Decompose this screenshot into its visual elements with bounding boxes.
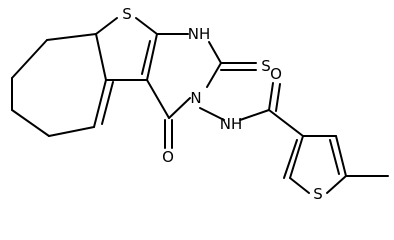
bond-c8-c9 xyxy=(46,33,97,41)
atom-labels: S NH S N O NH O S xyxy=(122,5,323,203)
chemical-structure: S NH S N O NH O S xyxy=(11,5,389,203)
bond-nh-camide xyxy=(239,109,270,121)
bond-c4-c3 xyxy=(146,79,170,119)
atom-sulfur-fused: S xyxy=(122,5,132,23)
atom-nh-amide: NH xyxy=(220,115,243,133)
bond-n1-c2p xyxy=(208,41,222,64)
bond-n3-c4 xyxy=(168,97,191,119)
bond-c5t-c4bt xyxy=(335,135,347,177)
bond-c8-c7 xyxy=(95,33,107,81)
bond-c2-c3-double xyxy=(141,40,151,75)
bond-camide-o-1 xyxy=(268,82,274,111)
bond-c2-c3 xyxy=(146,33,158,81)
atom-nitrogen-ring: N xyxy=(190,89,201,107)
bond-c7-c7a xyxy=(93,79,107,128)
atom-nh-ring: NH xyxy=(188,25,211,43)
bond-s1-c2 xyxy=(135,17,158,35)
bond-s-c5t xyxy=(326,175,347,194)
bond-c7-c7-double xyxy=(101,81,114,125)
bond-c3t-c4t xyxy=(289,135,304,179)
bond-c4t-s xyxy=(289,177,310,194)
atom-oxygen-amide: O xyxy=(270,65,282,83)
bond-c3t-c4t-double xyxy=(283,139,298,179)
bond-c9-c10 xyxy=(11,39,48,79)
bond-camide-o-2 xyxy=(275,83,281,112)
bonds xyxy=(11,17,389,194)
bond-c2p-n3 xyxy=(206,62,222,88)
atom-sulfur-thione: S xyxy=(261,57,271,75)
atom-oxygen-ketone: O xyxy=(162,148,174,166)
bond-c8-s1 xyxy=(95,17,118,35)
bond-c11-c12 xyxy=(11,109,50,137)
bond-n3-nh xyxy=(199,107,225,121)
atom-sulfur-thiophene: S xyxy=(313,185,323,203)
bond-c5t-c4bt-double xyxy=(329,139,340,175)
bond-c12-c13 xyxy=(48,126,95,137)
bond-camide-c3t xyxy=(268,109,304,137)
